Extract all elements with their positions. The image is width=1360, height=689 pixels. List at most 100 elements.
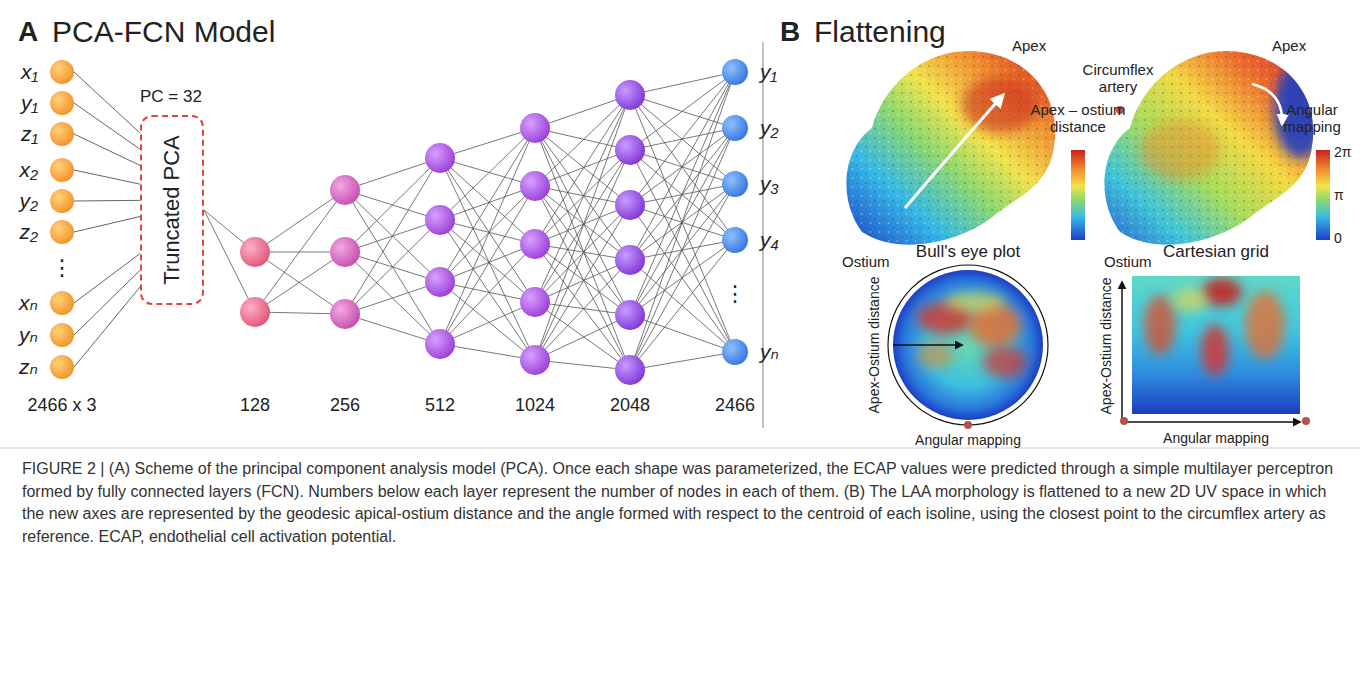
fc-link bbox=[535, 95, 630, 244]
output-neuron: y₁ bbox=[722, 59, 748, 85]
pca-box: Truncated PCA bbox=[140, 115, 204, 305]
axis-label: Angular mapping bbox=[1163, 430, 1269, 446]
plot-title: Cartesian grid bbox=[1163, 242, 1269, 262]
hidden-neuron bbox=[615, 190, 645, 220]
fc-link bbox=[440, 186, 535, 220]
network-layers bbox=[204, 72, 735, 385]
fc-link bbox=[255, 252, 345, 312]
cartesian-grid-plot bbox=[1120, 276, 1310, 425]
layer-size: 128 bbox=[240, 395, 270, 416]
fc-link bbox=[345, 158, 440, 190]
fc-link bbox=[345, 190, 440, 344]
fc-link bbox=[535, 205, 630, 302]
input-link bbox=[74, 270, 140, 335]
fc-link bbox=[440, 244, 535, 282]
hidden-neuron bbox=[520, 229, 550, 259]
fc-link bbox=[345, 282, 440, 314]
laa-distance-map bbox=[830, 40, 1085, 270]
hidden-neuron bbox=[425, 267, 455, 297]
fc-link bbox=[255, 190, 345, 252]
fc-link bbox=[440, 186, 535, 282]
bulls-eye-plot bbox=[888, 265, 1048, 429]
output-neuron: y₂ bbox=[722, 115, 748, 141]
output-neuron: yₙ bbox=[722, 339, 748, 365]
ellipsis: ⋮ bbox=[51, 255, 73, 280]
hidden-neuron bbox=[615, 245, 645, 275]
colorbar-title: Apex – ostium distance bbox=[1026, 101, 1130, 136]
neuron-label: x₂ bbox=[19, 158, 38, 182]
anatomy-label: Ostium bbox=[842, 253, 890, 270]
input-neuron: y₂ bbox=[50, 189, 74, 213]
fc-link bbox=[535, 150, 630, 302]
fc-link bbox=[535, 128, 630, 370]
axis-label: Apex-Ostium distance bbox=[1098, 278, 1114, 415]
fc-link bbox=[345, 158, 440, 314]
colorbar-tick: π bbox=[1334, 187, 1344, 203]
input-link bbox=[74, 200, 140, 202]
hidden-neuron bbox=[240, 297, 270, 327]
fc-link bbox=[535, 205, 630, 360]
input-neuron: x₁ bbox=[50, 60, 74, 84]
figure-caption: FIGURE 2 | (A) Scheme of the principal c… bbox=[22, 458, 1338, 549]
anatomy-label: Apex bbox=[1012, 37, 1046, 54]
fc-link bbox=[630, 72, 735, 315]
fc-link bbox=[255, 252, 345, 314]
neuron-label: yₙ bbox=[19, 323, 38, 347]
input-neuron: x₂ bbox=[50, 158, 74, 182]
hidden-neuron bbox=[520, 171, 550, 201]
fc-link bbox=[630, 205, 735, 240]
hidden-neuron bbox=[615, 355, 645, 385]
fc-link bbox=[630, 240, 735, 370]
input-neuron: zₙ bbox=[50, 355, 74, 379]
output-neuron: y₄ bbox=[722, 227, 748, 253]
fc-link bbox=[630, 128, 735, 370]
panel-title: PCA-FCN Model bbox=[52, 15, 275, 50]
input-link bbox=[74, 217, 140, 232]
neuron-label: y₄ bbox=[760, 228, 779, 252]
input-neuron: z₂ bbox=[50, 220, 74, 244]
input-link bbox=[74, 170, 140, 184]
input-neuron: xₙ bbox=[50, 291, 74, 315]
fc-link bbox=[535, 260, 630, 360]
input-neuron: y₁ bbox=[50, 91, 74, 115]
axis-label: Apex-Ostium distance bbox=[866, 277, 882, 414]
anatomy-label: Ostium bbox=[1104, 253, 1152, 270]
hidden-neuron bbox=[425, 329, 455, 359]
pc-count: PC = 32 bbox=[140, 87, 202, 107]
input-link bbox=[74, 72, 140, 133]
fc-link bbox=[630, 150, 735, 352]
fc-link bbox=[345, 158, 440, 252]
fc-link bbox=[440, 128, 535, 220]
fc-link bbox=[345, 220, 440, 314]
anatomy-label: Circumflex artery bbox=[1075, 61, 1161, 96]
fc-link bbox=[440, 186, 535, 344]
hidden-neuron bbox=[615, 300, 645, 330]
neuron-label: y₂ bbox=[19, 189, 38, 213]
box-label: Truncated PCA bbox=[159, 135, 185, 285]
fc-link bbox=[440, 302, 535, 344]
caption-rule bbox=[0, 448, 1360, 449]
neuron-label: xₙ bbox=[19, 291, 38, 315]
fc-link bbox=[535, 315, 630, 360]
fc-link bbox=[535, 205, 630, 244]
input-neuron: yₙ bbox=[50, 323, 74, 347]
layer-size: 512 bbox=[425, 395, 455, 416]
colorbar-tick: 0 bbox=[1334, 230, 1342, 246]
fc-link bbox=[535, 260, 630, 302]
hidden-neuron bbox=[520, 287, 550, 317]
hidden-neuron bbox=[520, 345, 550, 375]
fc-link bbox=[630, 72, 735, 205]
axis-label: Angular mapping bbox=[915, 432, 1021, 448]
fc-link bbox=[630, 95, 735, 352]
neuron-label: y₁ bbox=[760, 60, 777, 84]
neuron-label: y₁ bbox=[21, 91, 38, 115]
neuron-label: zₙ bbox=[19, 355, 38, 379]
neuron-label: y₂ bbox=[760, 116, 779, 140]
layer-size: 2466 x 3 bbox=[27, 395, 96, 416]
hidden-neuron bbox=[240, 237, 270, 267]
fc-link bbox=[440, 244, 535, 344]
hidden-neuron bbox=[330, 299, 360, 329]
fc-link bbox=[630, 72, 735, 260]
